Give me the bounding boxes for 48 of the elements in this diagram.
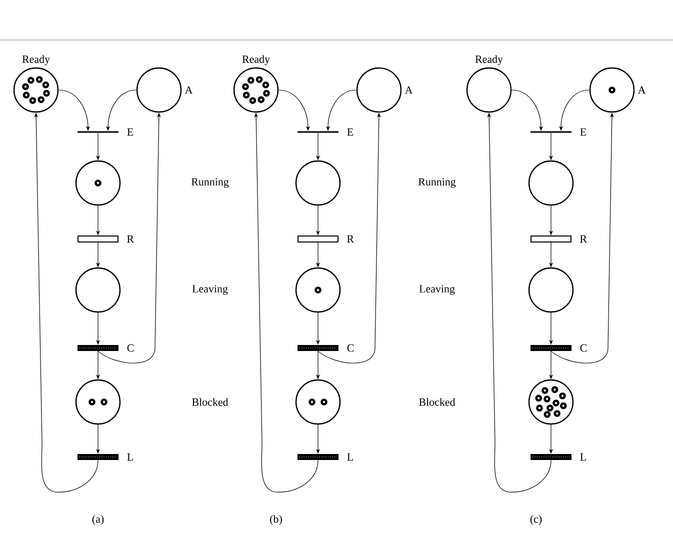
place-circle [295,267,341,313]
place-label: Leaving [419,285,455,295]
transition-bar: C [78,344,134,352]
node-label: Ready [22,55,50,66]
place-label: Running [418,178,456,188]
node-label: E [580,128,586,136]
node-label: R [127,235,134,243]
node-label: A [184,86,193,94]
node-label: C [580,344,587,352]
node-label: R [580,235,587,243]
transition-bar: E [298,128,354,136]
node-label: C [127,344,134,352]
node-label: L [347,453,353,461]
node-label: E [347,128,354,136]
panel-caption: (b) [270,515,282,525]
place-circle [75,160,121,206]
node-label: A [404,86,413,94]
transition-bar: L [530,453,586,461]
place-label: Blocked [419,398,456,406]
node-label: L [580,453,586,461]
node-label: C [347,344,354,352]
place-circle [295,379,341,425]
transition-bar: C [298,344,354,352]
transition-bar: E [530,128,586,136]
panel-caption: (a) [92,515,104,525]
transition-bar: R [530,235,587,243]
transition-bar: R [78,235,134,243]
node-label: L [127,453,133,461]
place-label: Running [191,178,229,188]
place-circle [295,160,341,206]
place-circle [75,379,121,425]
panel-caption: (c) [530,515,542,525]
place-circle [75,267,121,313]
place-label: Leaving [192,285,228,295]
place-circle [528,160,574,206]
node-label: R [347,235,354,243]
node-label: A [638,86,646,94]
place-label: Blocked [192,398,228,406]
transition-bar: L [78,453,133,461]
transition-bar: E [78,128,134,136]
transition-bar: C [530,344,587,352]
place-circle [528,379,574,425]
place-circle [528,267,574,313]
node-label: Ready [475,55,503,66]
transition-bar: L [298,453,353,461]
node-label: Ready [242,55,270,66]
transition-bar: R [298,235,354,243]
node-label: E [127,128,134,136]
